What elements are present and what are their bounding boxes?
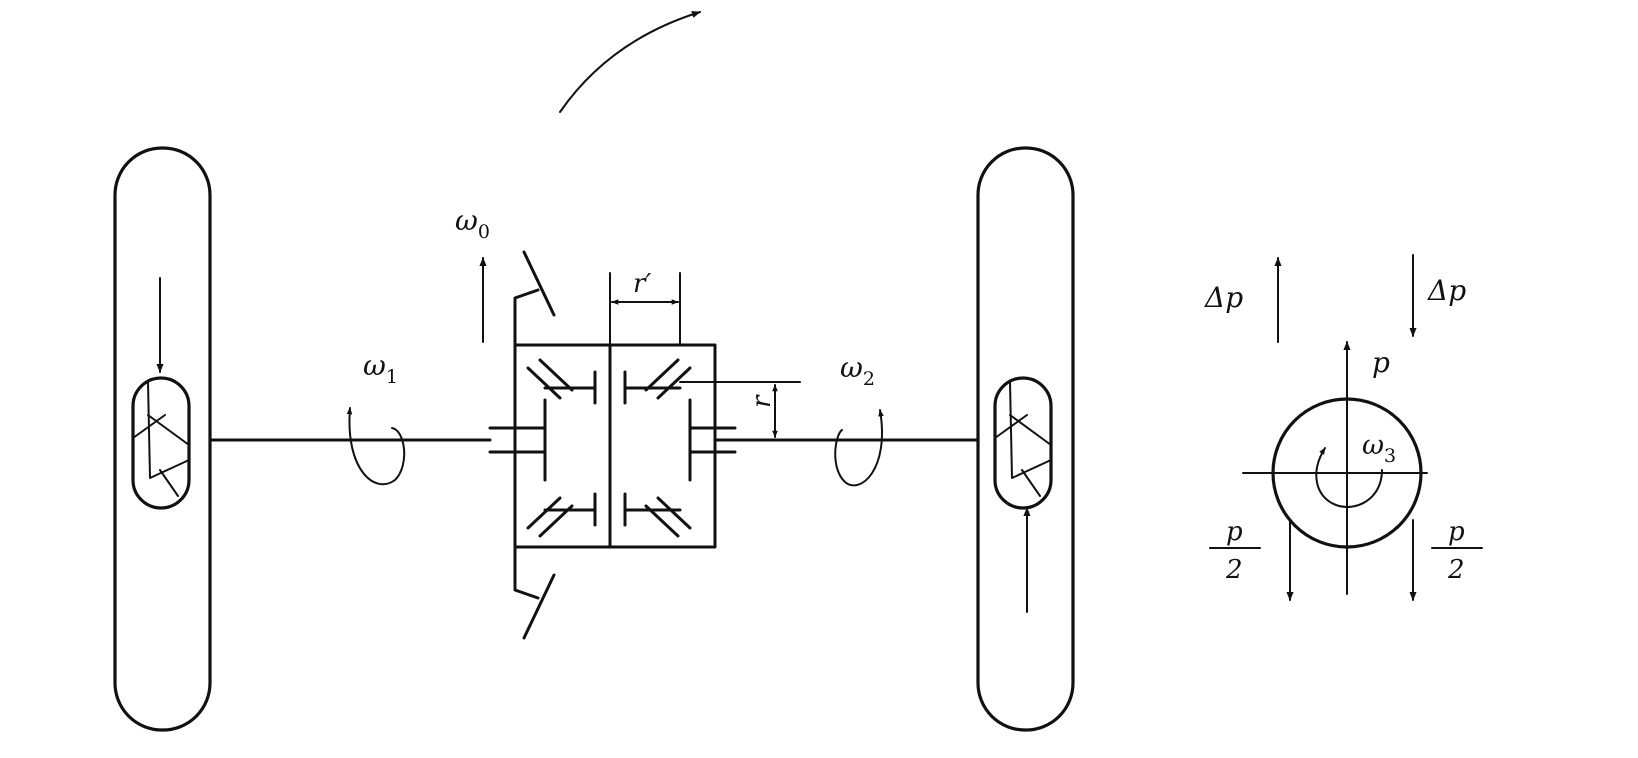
half-p-left-numerator: p [1226,517,1243,547]
p-label: p [1372,346,1390,379]
right-wheel-hub [993,376,1053,510]
ring-gear-lower [513,545,556,640]
rotation-arrow-top [559,10,701,113]
pinion-upper-right [623,358,692,405]
r-dimension [679,381,801,438]
half-p-left-denominator: 2 [1225,555,1243,585]
r-label: r [747,394,777,408]
omega2-label: ω2 [840,351,875,390]
half-p-right-denominator: 2 [1447,555,1465,585]
differential-case [488,250,737,640]
r-prime-dimension [609,272,681,346]
delta-p-left-label: Δp [1204,281,1243,314]
left-wheel-hub [131,376,191,510]
right-flange [688,398,737,482]
omega1-label: ω1 [363,349,398,388]
left-flange [488,398,547,482]
pinion-lower-left [526,492,597,538]
omega1-rotation-arrow [346,407,406,486]
right-wheel [976,146,1075,732]
r-prime-label: r′ [633,269,651,299]
half-p-right-numerator: p [1448,517,1465,547]
omega0-label: ω0 [455,204,490,243]
delta-p-right-label: Δp [1427,274,1466,307]
ring-gear-upper [513,250,556,347]
omega2-rotation-arrow [834,409,884,487]
omega3-rotation-arrow [1315,447,1383,508]
pinion-upper-left [526,358,597,405]
omega3-label: ω3 [1362,430,1396,467]
left-wheel [113,146,212,732]
pinion-lower-right [623,492,692,538]
pinion-free-body [1209,254,1483,601]
